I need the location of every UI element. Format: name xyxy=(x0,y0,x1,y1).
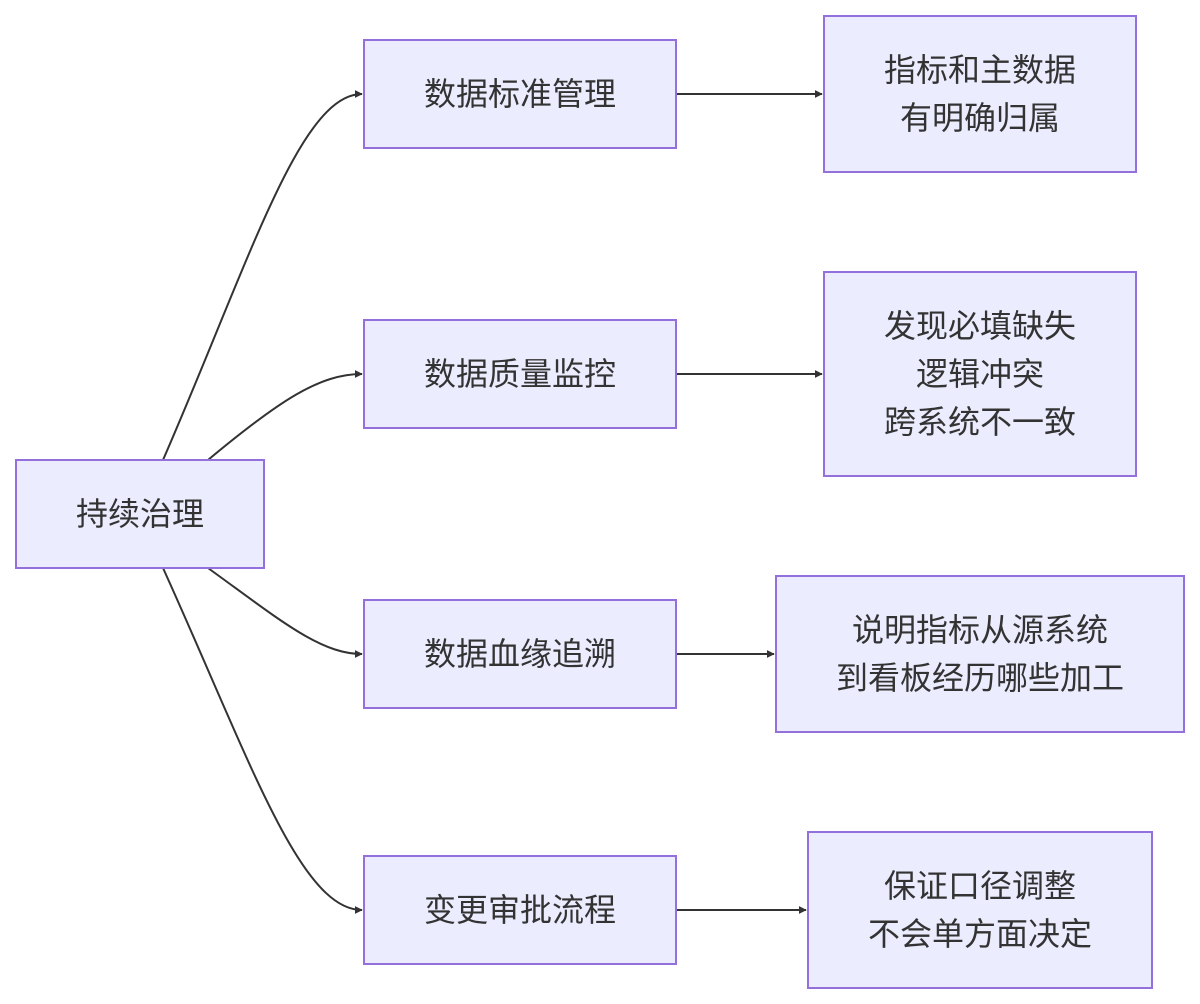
node-standard-detail: 指标和主数据有明确归属 xyxy=(823,15,1137,173)
node-label-line: 到看板经历哪些加工 xyxy=(835,659,1124,697)
node-data-quality-monitoring: 数据质量监控 xyxy=(363,319,677,429)
node-continuous-governance: 持续治理 xyxy=(15,459,265,569)
node-change-approval-process: 变更审批流程 xyxy=(363,855,677,965)
node-label-line: 持续治理 xyxy=(75,495,204,533)
node-lineage-detail: 说明指标从源系统到看板经历哪些加工 xyxy=(775,575,1185,733)
edge-root-to-quality xyxy=(207,370,363,461)
node-label-line: 数据质量监控 xyxy=(423,355,616,393)
node-label-line: 保证口径调整 xyxy=(883,867,1076,905)
node-label-line: 数据标准管理 xyxy=(423,75,616,113)
node-label-line: 数据血缘追溯 xyxy=(423,635,616,673)
node-data-lineage-tracing: 数据血缘追溯 xyxy=(363,599,677,709)
node-data-standard-management: 数据标准管理 xyxy=(363,39,677,149)
edge-root-to-standard xyxy=(162,90,363,461)
node-label-line: 变更审批流程 xyxy=(423,891,616,929)
edge-root-to-lineage xyxy=(207,567,363,658)
node-quality-detail: 发现必填缺失逻辑冲突跨系统不一致 xyxy=(823,271,1137,477)
node-approval-detail: 保证口径调整不会单方面决定 xyxy=(807,831,1153,989)
edge-root-to-approval xyxy=(162,567,363,914)
node-label-line: 指标和主数据 xyxy=(883,51,1076,89)
node-label-line: 说明指标从源系统 xyxy=(851,611,1108,649)
node-label-line: 不会单方面决定 xyxy=(867,915,1092,953)
node-label-line: 发现必填缺失 xyxy=(883,307,1076,345)
node-label-line: 跨系统不一致 xyxy=(883,403,1076,441)
node-label-line: 有明确归属 xyxy=(899,99,1060,137)
node-label-line: 逻辑冲突 xyxy=(915,355,1044,393)
